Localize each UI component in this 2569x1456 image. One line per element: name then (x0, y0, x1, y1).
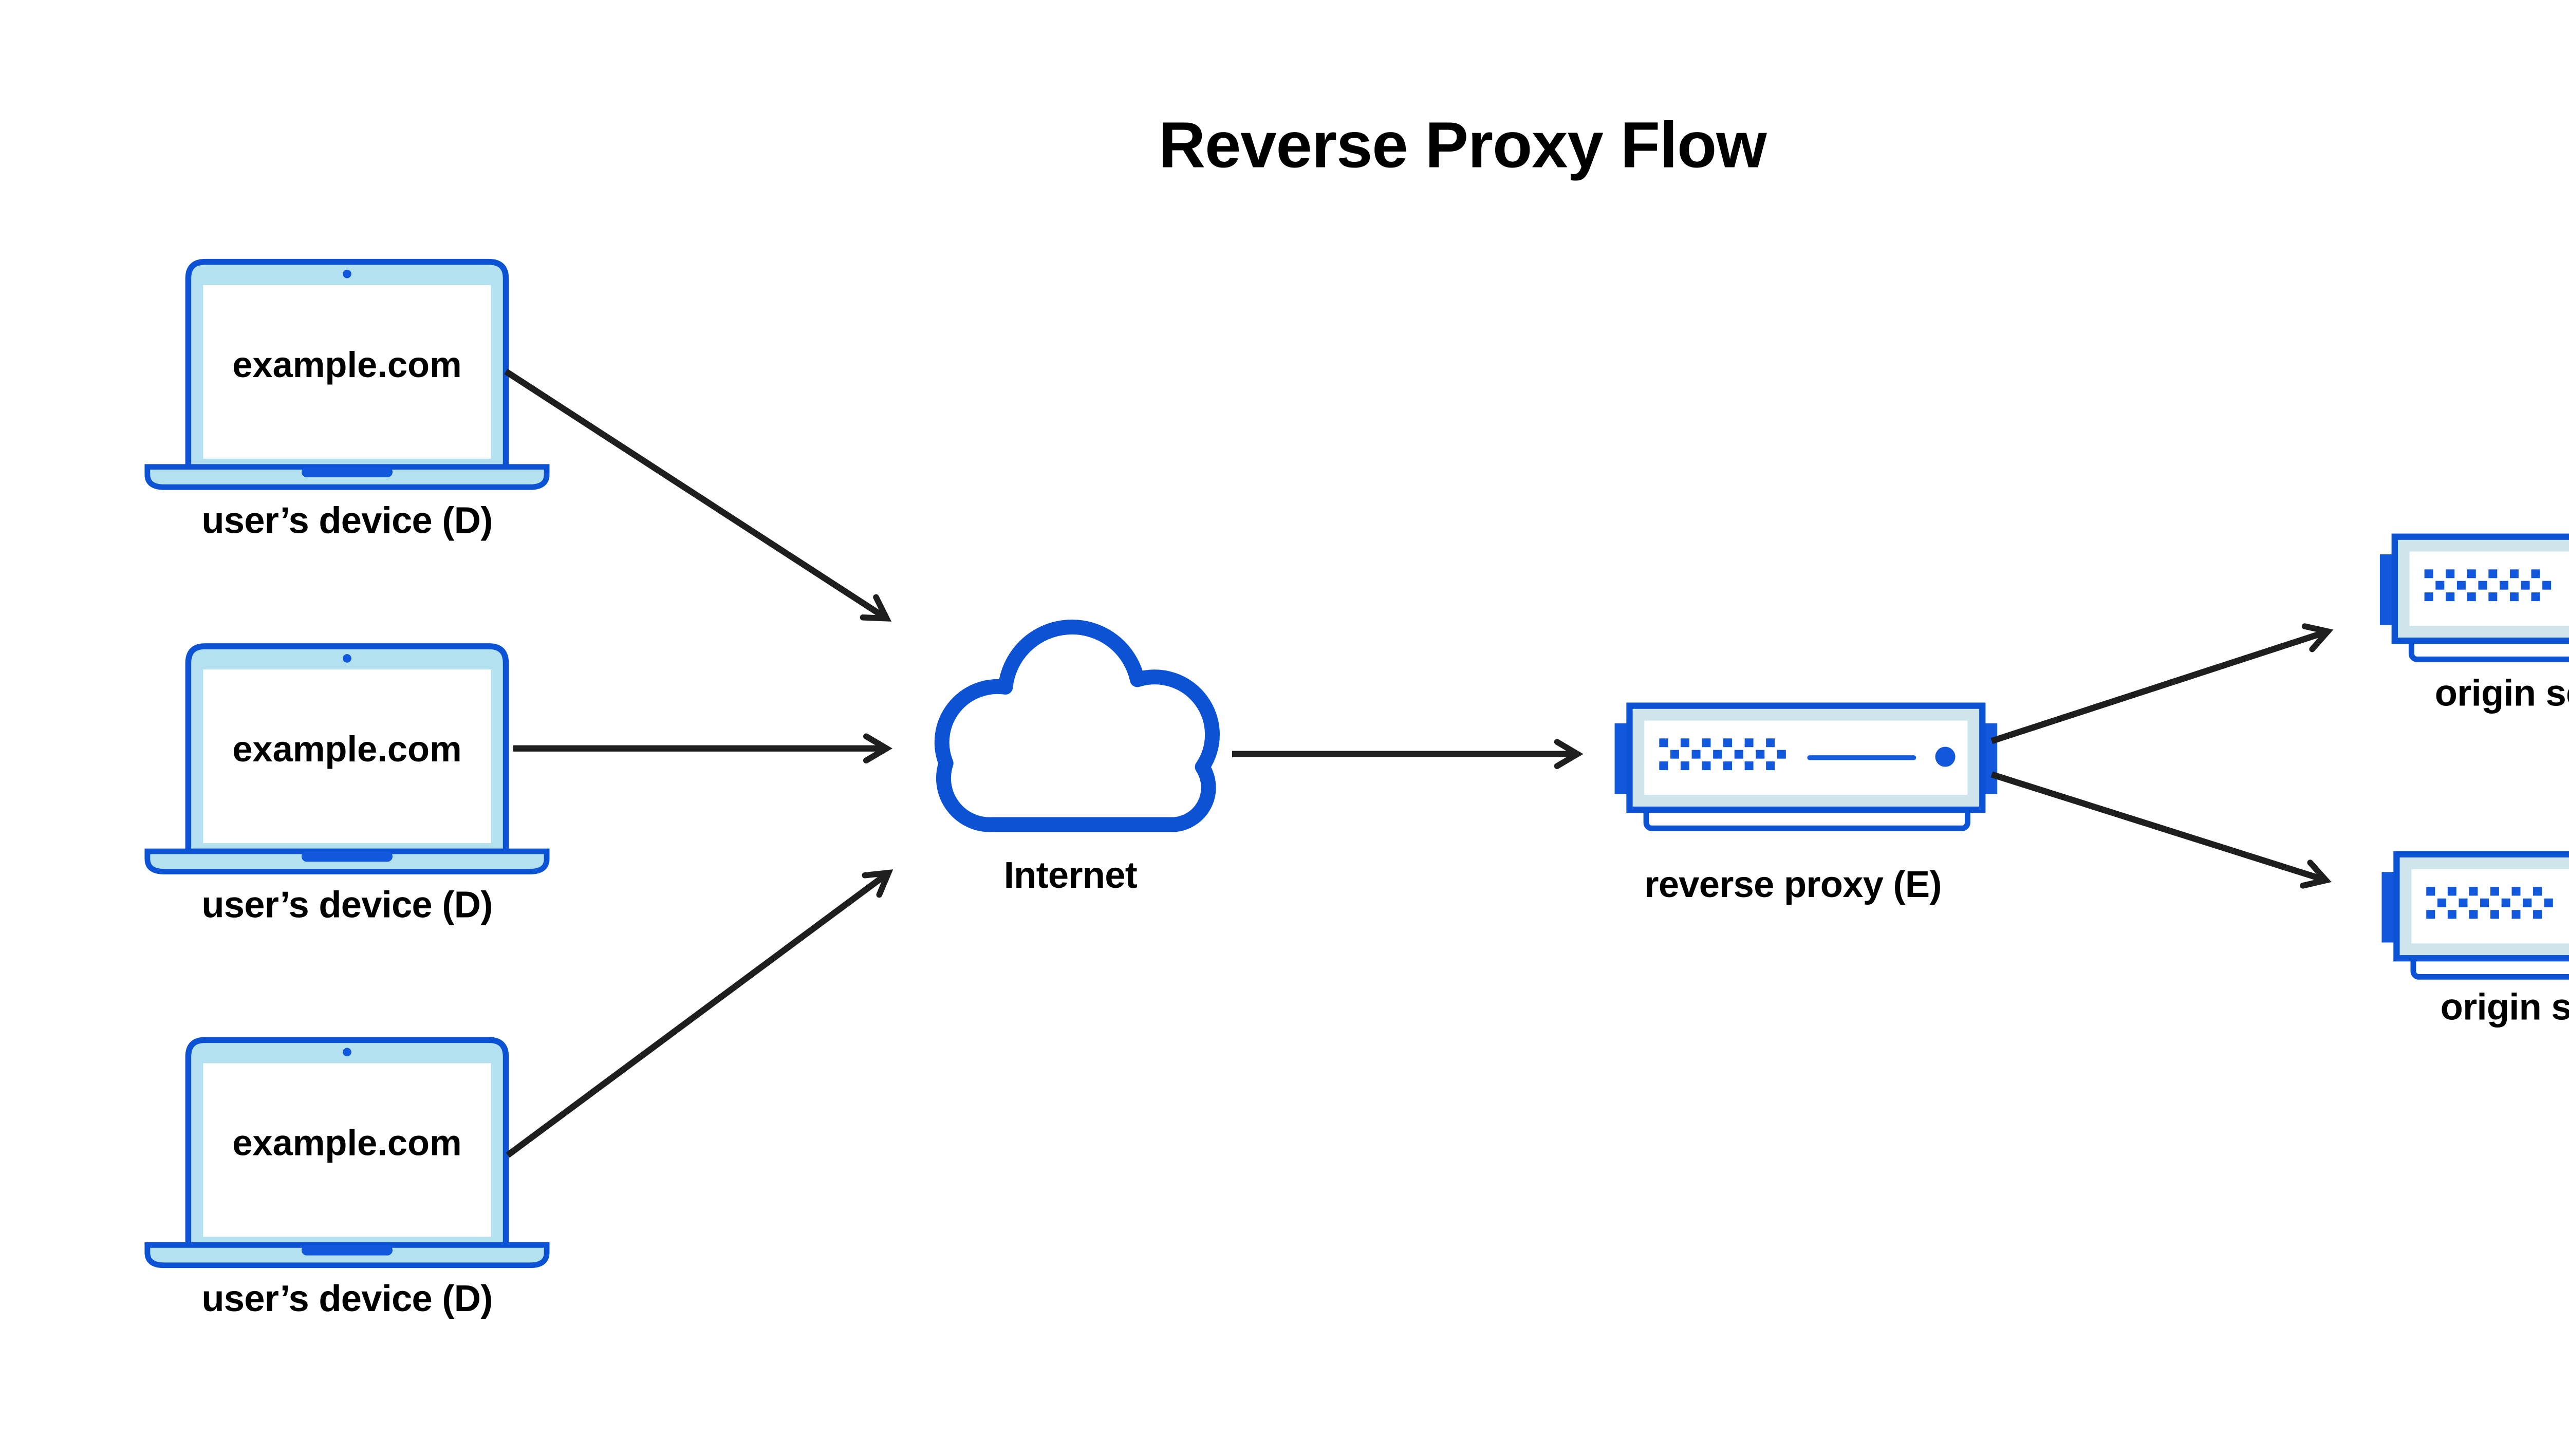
flow-arrows (504, 368, 2334, 1158)
node-user-device-2: example.com user’s device (D) (147, 646, 547, 926)
arrow-proxy-to-origin1 (1990, 623, 2334, 744)
origin-server-label: origin server (F) (2435, 673, 2569, 714)
device-label: user’s device (D) (201, 500, 492, 541)
reverse-proxy-label: reverse proxy (E) (1644, 864, 1941, 905)
device-screen-url: example.com (232, 729, 462, 769)
cloud-icon (934, 620, 1220, 832)
server-icon (1615, 706, 1998, 829)
arrow-device1-to-internet (504, 368, 892, 622)
node-user-device-3: example.com user’s device (D) (147, 1040, 547, 1319)
origin-server-label: origin server (F) (2441, 987, 2569, 1028)
device-screen-url: example.com (232, 1122, 462, 1163)
server-icon (2381, 854, 2569, 977)
arrow-device3-to-internet (506, 869, 893, 1158)
internet-label: Internet (1004, 855, 1138, 896)
node-origin-server-1: origin server (F) (2380, 537, 2569, 714)
device-label: user’s device (D) (201, 885, 492, 926)
node-reverse-proxy: reverse proxy (E) (1615, 706, 1998, 905)
device-screen-url: example.com (232, 344, 462, 385)
device-label: user’s device (D) (201, 1278, 492, 1319)
server-icon (2380, 537, 2569, 660)
node-internet: Internet (934, 620, 1220, 896)
node-origin-server-2: origin server (F) (2381, 854, 2569, 1028)
node-user-device-1: example.com user’s device (D) (147, 262, 547, 541)
arrow-proxy-to-origin2 (1990, 771, 2332, 889)
page-title: Reverse Proxy Flow (1159, 108, 1767, 181)
